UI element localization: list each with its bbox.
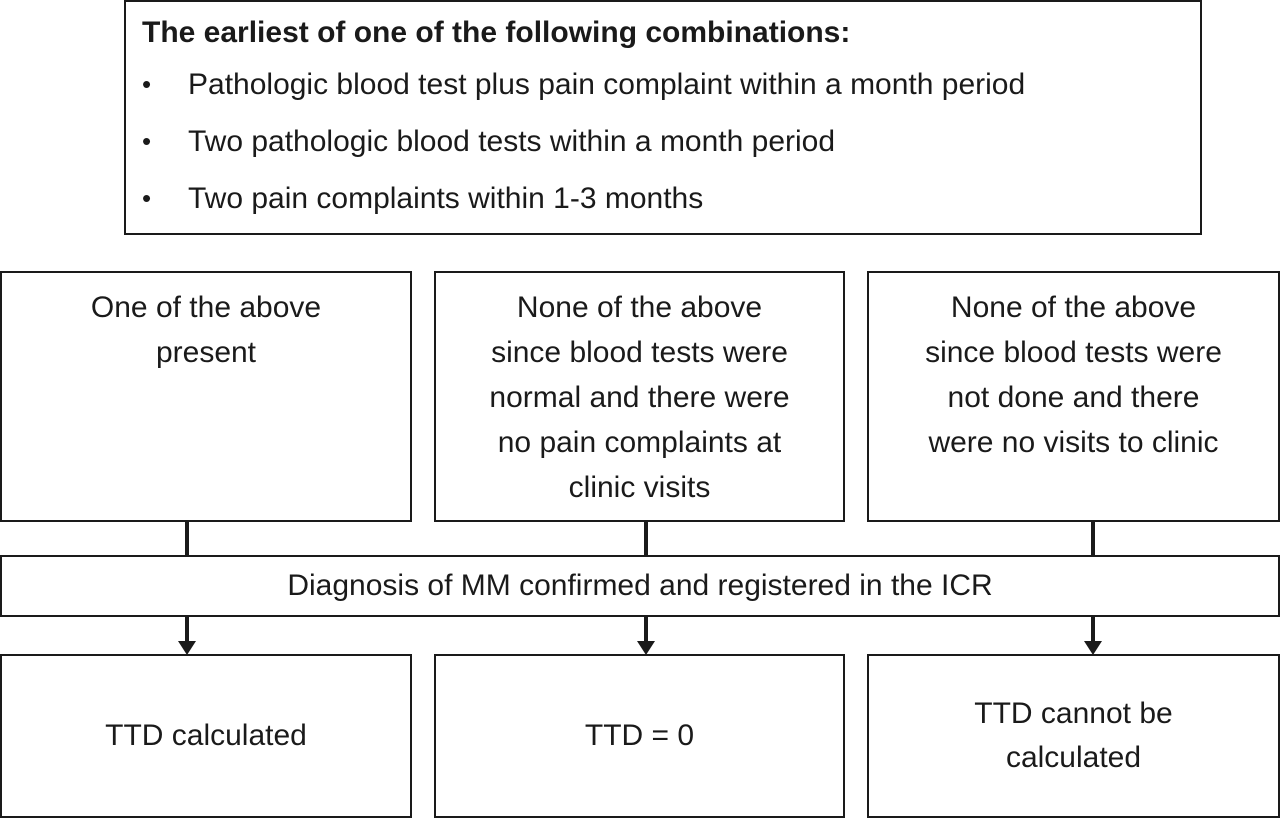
result-box-ttd-calculated: TTD calculated xyxy=(0,654,412,818)
outcome-normal-line-5: clinic visits xyxy=(568,471,711,504)
outcome-normal-line-4: no pain complaints at xyxy=(497,426,782,459)
criteria-item-two-pain-complaints: Two pain complaints within 1-3 months xyxy=(142,170,1184,227)
criteria-box: The earliest of one of the following com… xyxy=(124,0,1202,235)
result-cannot-line-1: TTD cannot be xyxy=(974,697,1173,730)
result-zero-line-1: TTD = 0 xyxy=(584,719,695,752)
outcome-box-normal: None of the above since blood tests were… xyxy=(434,271,845,522)
outcome-not-done-line-2: since blood tests were xyxy=(925,336,1222,369)
outcome-box-present: One of the above present xyxy=(0,271,412,522)
result-cannot-line-2: calculated xyxy=(1005,741,1142,774)
result-box-ttd-zero: TTD = 0 xyxy=(434,654,845,818)
criteria-item-blood-pain: Pathologic blood test plus pain complain… xyxy=(142,56,1184,113)
criteria-item-two-blood-tests: Two pathologic blood tests within a mont… xyxy=(142,113,1184,170)
outcome-normal-line-2: since blood tests were xyxy=(491,336,788,369)
diagnosis-box: Diagnosis of MM confirmed and registered… xyxy=(0,555,1280,617)
outcome-present-line-2: present xyxy=(155,336,257,369)
arrow-shaft-to-ttd-cannot xyxy=(1091,616,1095,642)
outcome-not-done-line-3: not done and there xyxy=(947,381,1200,414)
criteria-list: Pathologic blood test plus pain complain… xyxy=(142,56,1184,227)
outcome-not-done-line-1: None of the above xyxy=(950,291,1197,324)
connector-normal-to-diagnosis xyxy=(644,521,648,556)
connector-not-done-to-diagnosis xyxy=(1091,521,1095,556)
diagnosis-label: Diagnosis of MM confirmed and registered… xyxy=(287,569,993,602)
connector-present-to-diagnosis xyxy=(185,521,189,556)
outcome-box-not-done: None of the above since blood tests were… xyxy=(867,271,1280,522)
outcome-normal-line-1: None of the above xyxy=(516,291,763,324)
arrowhead-to-ttd-cannot xyxy=(1084,641,1102,655)
outcome-not-done-line-4: were no visits to clinic xyxy=(928,426,1219,459)
outcome-normal-line-3: normal and there were xyxy=(489,381,790,414)
arrowhead-to-ttd-zero xyxy=(637,641,655,655)
arrowhead-to-ttd-calculated xyxy=(178,641,196,655)
result-calculated-line-1: TTD calculated xyxy=(105,719,307,752)
arrow-shaft-to-ttd-zero xyxy=(644,616,648,642)
criteria-title: The earliest of one of the following com… xyxy=(142,16,851,49)
outcome-present-line-1: One of the above xyxy=(90,291,322,324)
arrow-shaft-to-ttd-calculated xyxy=(185,616,189,642)
result-box-ttd-cannot: TTD cannot be calculated xyxy=(867,654,1280,818)
